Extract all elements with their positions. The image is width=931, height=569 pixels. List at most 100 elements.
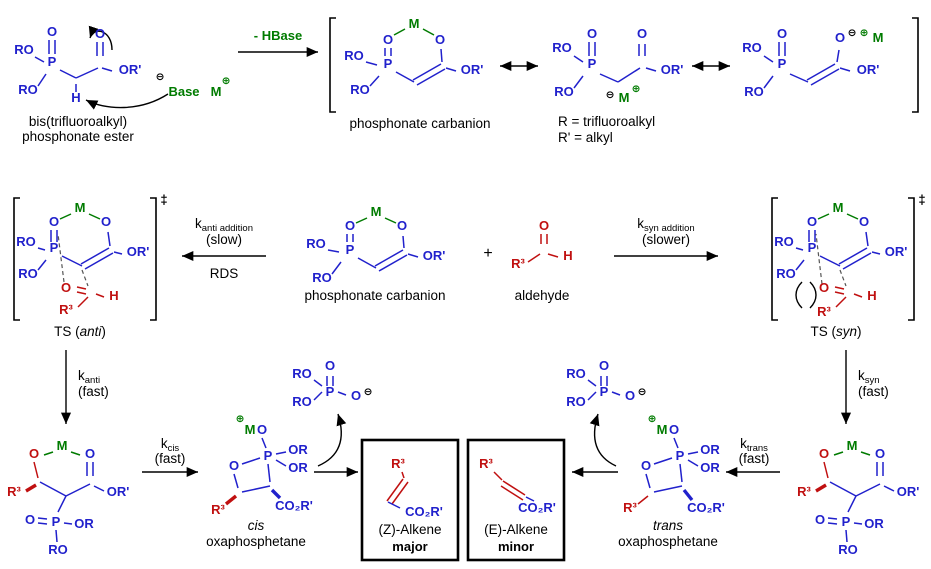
atom-p: P: [384, 56, 393, 71]
minus-charge: ⊖: [364, 386, 373, 398]
minor-label: minor: [498, 539, 534, 554]
atom-o: O: [819, 280, 829, 295]
elimination-arrow-left: [317, 413, 347, 467]
atom-h: H: [71, 90, 80, 105]
slow-label: (slow): [206, 232, 242, 247]
atom-orprime: OR': [885, 244, 908, 259]
ester-caption-1: bis(trifluoroalkyl): [29, 114, 127, 129]
deprotonation-arrow: - HBase: [238, 28, 318, 58]
atom-r3: R³: [59, 302, 73, 317]
atom-base: Base: [168, 84, 199, 99]
atom-o: O: [325, 358, 335, 373]
bonds: [313, 376, 347, 401]
atom-r3: R³: [511, 256, 525, 271]
atom-h: H: [563, 248, 572, 263]
atom-r3: R³: [7, 484, 21, 499]
k-syn-label: ksyn: [858, 368, 880, 386]
syn-addition-arrow: ksyn addition (slower): [614, 216, 718, 262]
atom-o: O: [85, 446, 95, 461]
phosphate-byproduct-right: RO RO P O O ⊖: [566, 358, 646, 409]
k-anti-fast-arrow: kanti (fast): [60, 350, 109, 424]
bonds: [37, 213, 123, 308]
atom-or: OR: [288, 442, 308, 457]
atom-p: P: [778, 56, 787, 71]
resonance-bracket-right: [912, 17, 919, 113]
atom-m: M: [75, 200, 86, 215]
atom-o: O: [587, 26, 597, 41]
atom-co2rprime: CO₂R': [687, 500, 725, 515]
r-definition: R = trifluoroalkyl: [558, 114, 655, 129]
minus-hbase-label: - HBase: [254, 28, 302, 43]
atom-o: O: [351, 388, 361, 403]
atom-p: P: [264, 448, 273, 463]
atom-o: O: [539, 218, 549, 233]
plus-charge: ⊕: [648, 413, 657, 425]
ts-syn-structure: ‡ M O O P RO RO OR' O H R³ TS (syn): [771, 192, 926, 339]
bonds: [763, 42, 851, 89]
atom-o: O: [819, 446, 829, 461]
atom-o: O: [29, 446, 39, 461]
z-alkene-product: R³ CO₂R' (Z)-Alkene major: [360, 438, 460, 562]
bonds: [527, 234, 559, 263]
atom-o: O: [229, 458, 239, 473]
atom-ro: RO: [292, 394, 312, 409]
atom-m: M: [833, 200, 844, 215]
atom-o: O: [49, 214, 59, 229]
atom-orprime: OR': [461, 62, 484, 77]
atom-co2rprime: CO₂R': [275, 498, 313, 513]
k-trans-label: ktrans: [740, 436, 768, 454]
resonance-structure-carbanion: RO O P RO ⊖ M ⊕ O OR': [552, 26, 683, 105]
bonds: [224, 437, 287, 506]
atom-ro: RO: [742, 40, 762, 55]
atom-ro: RO: [350, 82, 370, 97]
trans-label: trans: [653, 518, 683, 533]
atom-o: O: [807, 214, 817, 229]
e-alkene-label: (E)-Alkene: [484, 522, 548, 537]
k-syn-addition-label: ksyn addition: [637, 216, 694, 234]
k-cis-label: kcis: [161, 436, 180, 454]
atom-or: OR: [700, 460, 720, 475]
atom-or: OR: [74, 516, 94, 531]
bonds: [573, 42, 657, 89]
z-alkene-box: [360, 438, 460, 562]
atom-ro: RO: [48, 542, 68, 557]
atom-m: M: [657, 422, 668, 437]
atom-o: O: [815, 512, 825, 527]
atom-o: O: [47, 24, 57, 39]
rprime-definition: R' = alkyl: [558, 130, 613, 145]
minus-charge: ⊖: [606, 89, 615, 101]
atom-ro: RO: [554, 84, 574, 99]
atom-o: O: [61, 280, 71, 295]
atom-orprime: OR': [423, 248, 446, 263]
k-trans-arrow: ktrans (fast): [726, 436, 780, 478]
syn-adduct-structure: M O O R³ OR' O P OR RO: [797, 438, 919, 557]
atom-m: M: [619, 90, 630, 105]
atom-r3: R³: [211, 502, 225, 517]
trans-oxaphosphetane-structure: ⊕ M O P OR OR O R³ CO₂R' trans oxaphosph…: [618, 413, 725, 549]
ester-caption-2: phosphonate ester: [22, 129, 134, 144]
atom-p: P: [842, 514, 851, 529]
elimination-arrow-right: [589, 413, 617, 467]
atom-h: H: [109, 288, 118, 303]
atom-p: P: [48, 54, 57, 69]
minus-charge: ⊖: [848, 27, 857, 39]
k-anti-label: kanti: [78, 368, 100, 386]
phosphate-byproduct-left: RO RO P O O ⊖: [292, 358, 372, 409]
atom-o: O: [599, 358, 609, 373]
atom-co2rprime: CO₂R': [518, 500, 556, 515]
atom-p: P: [52, 514, 61, 529]
atom-or: OR: [864, 516, 884, 531]
atom-ro: RO: [292, 366, 312, 381]
atom-o: O: [383, 32, 393, 47]
atom-ro: RO: [16, 234, 36, 249]
major-label: major: [392, 539, 427, 554]
atom-ro: RO: [566, 366, 586, 381]
e-alkene-product: R³ CO₂R' (E)-Alkene minor: [466, 438, 566, 562]
center-carbanion-caption: phosphonate carbanion: [304, 288, 445, 303]
atom-p: P: [326, 384, 335, 399]
atom-o: O: [641, 458, 651, 473]
atom-orprime: OR': [127, 244, 150, 259]
fast-label: (fast): [858, 384, 889, 399]
